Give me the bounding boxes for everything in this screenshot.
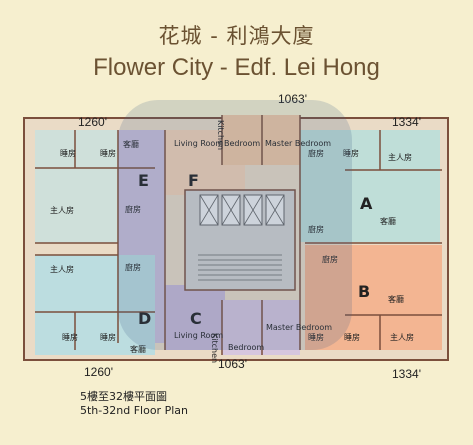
dimension-bottom-right: 1334' bbox=[392, 367, 421, 381]
title-chinese: 花城 - 利鴻大廈 bbox=[158, 24, 315, 48]
flat-label-a: A bbox=[360, 194, 373, 213]
flat-label-e: E bbox=[138, 171, 149, 190]
unit-b-zone bbox=[305, 245, 442, 350]
room-e-bedroom-2: 睡房 bbox=[100, 148, 116, 158]
caption-english: 5th-32nd Floor Plan bbox=[80, 404, 188, 417]
room-e-master: 主人房 bbox=[50, 205, 74, 215]
flat-label-c: C bbox=[190, 309, 202, 328]
flat-label-d: D bbox=[138, 309, 151, 328]
room-a-kitchen-2: 廚房 bbox=[308, 224, 324, 234]
dimension-bottom-left: 1260' bbox=[84, 365, 113, 379]
room-b-living: 客廳 bbox=[388, 294, 404, 304]
interior-walls bbox=[35, 115, 442, 355]
stair-treads bbox=[198, 254, 282, 281]
room-f-living-en: Living Room bbox=[174, 139, 223, 148]
caption-chinese: 5樓至32樓平面圖 bbox=[80, 390, 167, 403]
dimension-top-left: 1260' bbox=[78, 115, 107, 129]
unit-c-zone bbox=[165, 285, 225, 350]
room-d-bedroom-1: 睡房 bbox=[62, 332, 78, 342]
unit-a-zone bbox=[300, 130, 440, 242]
dimension-bottom-center: 1063' bbox=[218, 357, 247, 371]
flat-label-b: B bbox=[358, 282, 370, 301]
room-e-living: 客廳 bbox=[123, 139, 139, 149]
flat-label-f: F bbox=[188, 171, 199, 190]
room-c-living-en: Living Room bbox=[174, 331, 223, 340]
dimension-top-center: 1063' bbox=[278, 92, 307, 106]
room-d-living: 客廳 bbox=[130, 344, 146, 354]
room-e-bedroom-1: 睡房 bbox=[60, 148, 76, 158]
room-a-kitchen: 廚房 bbox=[308, 148, 324, 158]
room-a-living: 客廳 bbox=[380, 216, 396, 226]
room-e-kitchen: 廚房 bbox=[125, 204, 141, 214]
room-b-bedroom-2: 睡房 bbox=[344, 332, 360, 342]
dimension-top-right: 1334' bbox=[392, 115, 421, 129]
room-d-bedroom-2: 睡房 bbox=[100, 332, 116, 342]
room-d-master: 主人房 bbox=[50, 264, 74, 274]
unit-d-zone bbox=[35, 255, 155, 355]
room-c-kitchen-en: Kitchen bbox=[210, 333, 219, 363]
room-a-bedroom: 睡房 bbox=[343, 148, 359, 158]
room-b-kitchen: 廚房 bbox=[322, 254, 338, 264]
watermark-logo bbox=[118, 100, 352, 350]
unit-c-bedrooms bbox=[222, 300, 300, 355]
room-f-bedroom-en: Bedroom bbox=[224, 139, 260, 148]
room-f-kitchen-en: Kitchen bbox=[216, 120, 225, 150]
room-f-master-en: Master Bedroom bbox=[265, 139, 331, 148]
title-english: Flower City - Edf. Lei Hong bbox=[93, 54, 380, 81]
room-a-master: 主人房 bbox=[388, 152, 412, 162]
room-b-bedroom-1: 睡房 bbox=[308, 332, 324, 342]
room-d-kitchen: 廚房 bbox=[125, 262, 141, 272]
elevator-crosses bbox=[199, 194, 285, 226]
unit-f-bedrooms bbox=[222, 115, 300, 165]
room-c-bedroom-en: Bedroom bbox=[228, 343, 264, 352]
room-b-master: 主人房 bbox=[390, 332, 414, 342]
room-c-master-en: Master Bedroom bbox=[266, 323, 332, 332]
